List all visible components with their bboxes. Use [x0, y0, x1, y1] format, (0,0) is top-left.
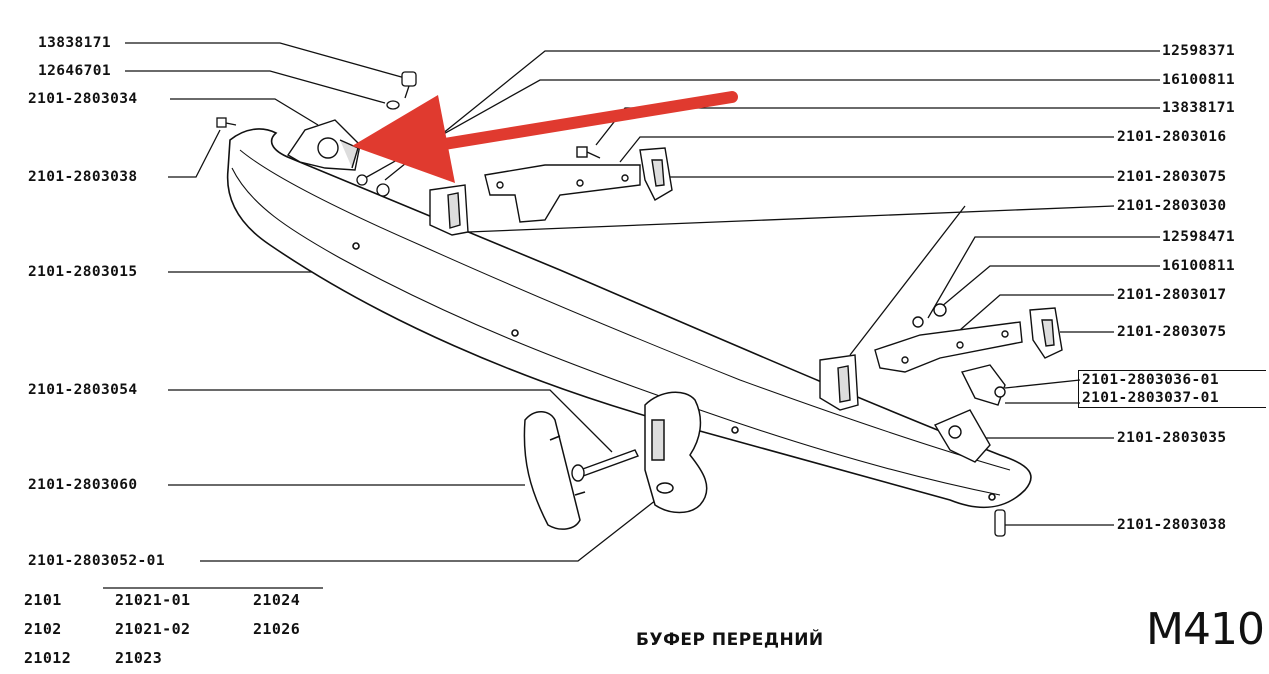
part-label: 2101-2803030	[1117, 198, 1227, 214]
part-label: 2101-2803035	[1117, 430, 1227, 446]
part-label: 12598371	[1162, 43, 1236, 59]
model-code: 21021-01	[115, 591, 191, 609]
leader-2101-2803017	[959, 294, 1114, 331]
diagram-code: M410	[1146, 604, 1265, 655]
left-long-bracket	[484, 146, 641, 223]
part-label: 2101-2803038	[28, 169, 138, 185]
model-code: 21024	[253, 591, 301, 609]
part-label: 2101-2803038	[1117, 517, 1227, 533]
right-clip	[819, 354, 859, 411]
bumper-bar	[226, 128, 1032, 509]
model-code: 21012	[24, 649, 72, 667]
part-label: 12598471	[1162, 229, 1236, 245]
part-label: 2101-2803034	[28, 91, 138, 107]
part-label: 2101-2803075	[1117, 169, 1227, 185]
part-label: 16100811	[1162, 258, 1236, 274]
left-fasteners	[216, 71, 417, 197]
part-label: 2101-2803054	[28, 382, 138, 398]
part-label: 13838171	[1162, 100, 1236, 116]
model-code: 21021-02	[115, 620, 191, 638]
left-mount-bracket	[286, 119, 361, 171]
model-code: 2102	[24, 620, 62, 638]
part-label: 2101-2803017	[1117, 287, 1227, 303]
part-label: 13838171	[38, 35, 112, 51]
part-label: 2101-2803075	[1117, 324, 1227, 340]
leader-2101-2803034	[170, 98, 319, 126]
model-code: 21026	[253, 620, 301, 638]
left-clip	[429, 184, 469, 236]
part-label: 12646701	[38, 63, 112, 79]
part-label: 2101-2803037-01	[1082, 390, 1219, 406]
leader-2101-2803016	[619, 136, 1114, 163]
leader-12598471	[927, 236, 1160, 319]
red-arrow-annotation	[352, 91, 738, 183]
part-label: 2101-2803016	[1117, 129, 1227, 145]
overrider-pad	[523, 411, 586, 530]
leader-2101-2803038-left	[168, 129, 221, 178]
overrider-bolt	[571, 449, 639, 482]
leader-12598371	[384, 50, 1160, 181]
right-small-brackets	[933, 364, 1006, 463]
leader-13838171	[125, 42, 406, 79]
leader-13838171-right	[595, 107, 1160, 146]
part-label: 2101-2803015	[28, 264, 138, 280]
diagram-title: БУФЕР ПЕРЕДНИЙ	[636, 630, 824, 650]
part-label: 2101-2803052-01	[28, 553, 165, 569]
part-label-group: 2101-2803036-01 2101-2803037-01	[1078, 370, 1266, 408]
leader-2101-2803052-01	[200, 499, 657, 562]
right-rubber-pad	[1029, 307, 1063, 359]
part-label: 16100811	[1162, 72, 1236, 88]
leader-12646701	[125, 70, 386, 104]
overrider	[644, 391, 708, 514]
leader-2101-2803036-01	[1004, 379, 1081, 389]
left-rubber-pad	[639, 147, 673, 201]
leader-2101-2803030	[467, 205, 1115, 233]
leader-16100811-right	[934, 265, 1160, 313]
leader-2101-2803030-b	[849, 205, 966, 356]
right-long-bracket	[874, 303, 1023, 373]
part-label: 2101-2803036-01	[1082, 372, 1219, 388]
part-label: 2101-2803060	[28, 477, 138, 493]
model-code: 2101	[24, 591, 62, 609]
right-bolt	[994, 509, 1006, 537]
leader-16100811-top	[364, 79, 1160, 179]
model-code: 21023	[115, 649, 163, 667]
leader-2101-2803054	[168, 389, 613, 453]
